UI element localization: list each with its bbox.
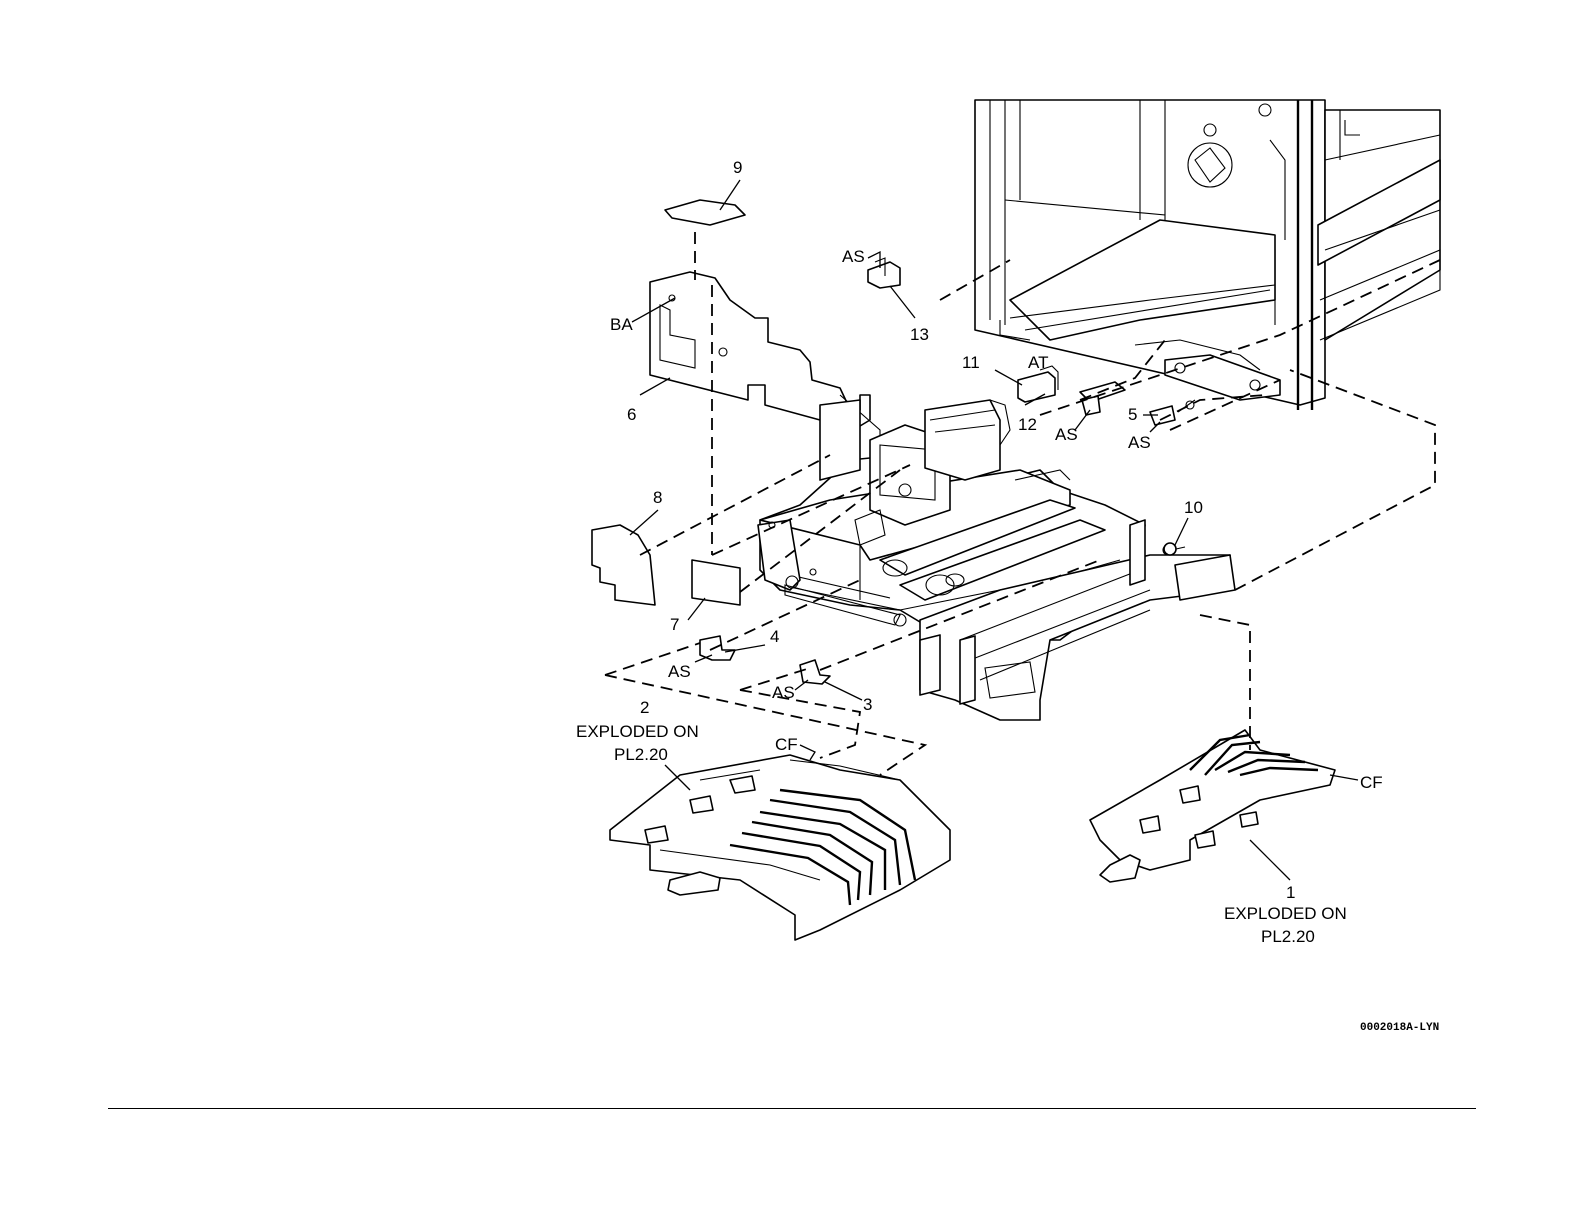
central-chassis <box>758 400 1235 720</box>
bracket-part-4 <box>700 636 735 660</box>
tag-cf-1: CF <box>1360 773 1383 792</box>
callout-11: 11 <box>962 353 980 372</box>
callout-1: 1 <box>1286 883 1295 902</box>
tray-part-2 <box>610 755 950 940</box>
callout-3: 3 <box>863 695 872 714</box>
callout-7: 7 <box>670 615 679 634</box>
note-exploded-2-line2: PL2.20 <box>614 745 668 764</box>
callout-4: 4 <box>770 627 779 646</box>
tag-as-12: AS <box>1055 425 1078 444</box>
callout-10: 10 <box>1184 498 1203 517</box>
tag-as-13: AS <box>842 247 865 266</box>
tag-as-3: AS <box>772 683 795 702</box>
tag-cf-2: CF <box>775 735 798 754</box>
tray-part-1 <box>1090 730 1335 882</box>
bracket-part-3 <box>800 660 830 684</box>
callout-8: 8 <box>653 488 662 507</box>
plate-part-8 <box>592 525 655 605</box>
callout-9: 9 <box>733 158 742 177</box>
footer-rule <box>108 1108 1476 1109</box>
label-part-9 <box>665 200 745 225</box>
callout-12: 12 <box>1018 415 1037 434</box>
bracket-part-13 <box>868 258 900 288</box>
note-exploded-1-line1: EXPLODED ON <box>1224 904 1347 923</box>
note-exploded-2-line1: EXPLODED ON <box>576 722 699 741</box>
figure-code: 0002018A-LYN <box>1360 1022 1439 1034</box>
callout-5: 5 <box>1128 405 1137 424</box>
tag-as-4: AS <box>668 662 691 681</box>
screw-part-10 <box>1164 543 1185 555</box>
note-exploded-1-line2: PL2.20 <box>1261 927 1315 946</box>
tag-at: AT <box>1028 353 1048 372</box>
tag-ba: BA <box>610 315 633 334</box>
callout-6: 6 <box>627 405 636 424</box>
callout-13: 13 <box>910 325 929 344</box>
tag-as-5: AS <box>1128 433 1151 452</box>
label-part-7 <box>692 560 740 605</box>
callout-2: 2 <box>640 698 649 717</box>
